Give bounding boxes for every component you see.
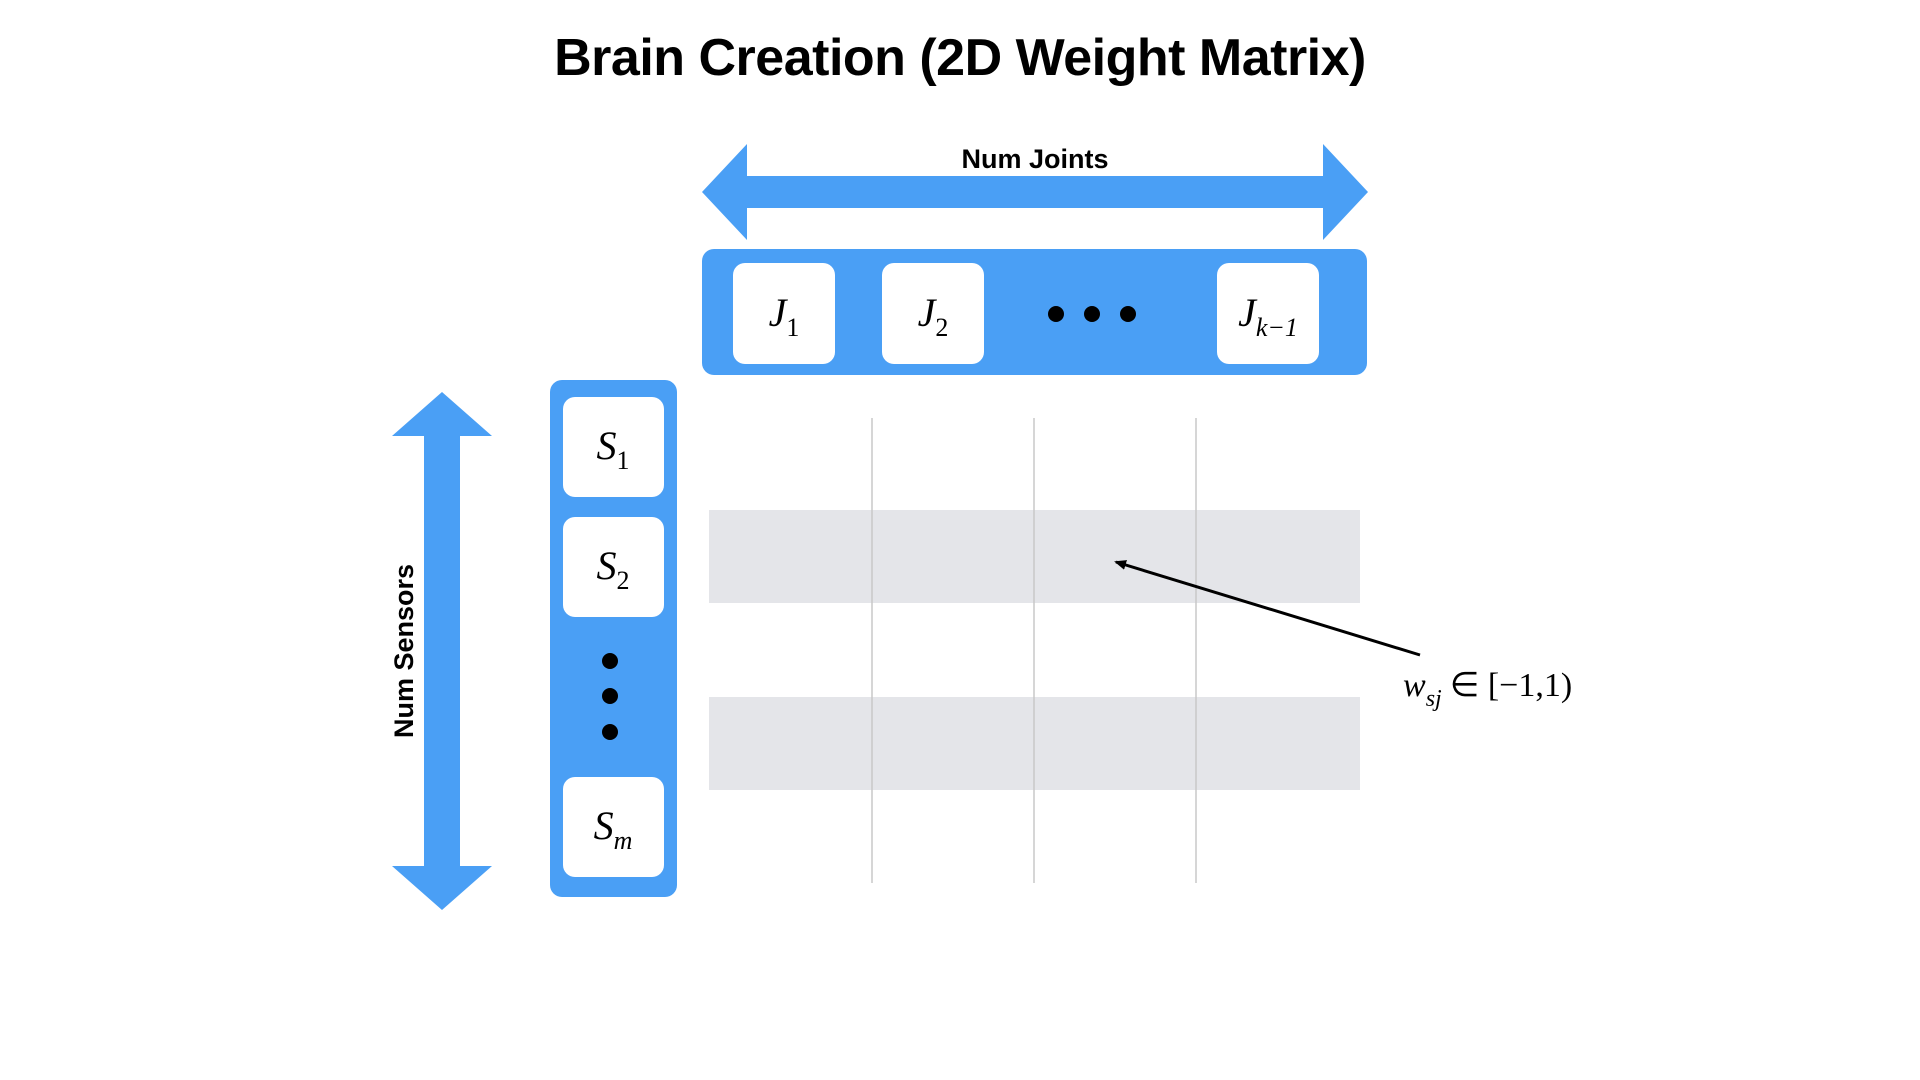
- sensors-axis-label: Num Sensors: [389, 564, 419, 738]
- svg-text:J2: J2: [918, 290, 949, 342]
- weight-annotation-arrow: [1114, 560, 1421, 657]
- joints-arrow-shape: [702, 144, 1368, 240]
- joint-2-symbol: J: [918, 290, 938, 335]
- joints-double-arrow: [702, 144, 1368, 240]
- sensors-double-arrow: [392, 392, 492, 910]
- sensor-box-1: S1: [563, 397, 664, 497]
- joint-k-minus-1-symbol: J: [1238, 290, 1258, 335]
- sensor-1-subscript: 1: [617, 446, 630, 475]
- joints-ellipsis: [1048, 306, 1136, 322]
- joints-container: [702, 249, 1367, 375]
- sensors-ellipsis: [602, 653, 618, 740]
- weight-range: ∈ [−1,1): [1450, 667, 1572, 704]
- weight-matrix-grid: [709, 418, 1360, 883]
- joint-box-1: J1: [733, 263, 835, 364]
- sensor-1-symbol: S: [597, 423, 617, 468]
- joint-1-symbol: J: [769, 290, 789, 335]
- joint-k-minus-1-subscript: k−1: [1256, 313, 1298, 342]
- sensors-container: [550, 380, 677, 897]
- sensors-arrow-shape: [392, 392, 492, 910]
- sensor-2-symbol: S: [597, 543, 617, 588]
- joints-axis-label: Num Joints: [961, 144, 1108, 174]
- svg-text:Jk−1: Jk−1: [1238, 290, 1298, 342]
- joint-1-subscript: 1: [786, 313, 799, 342]
- weight-subscript: sj: [1426, 686, 1442, 712]
- sensor-m-symbol: S: [594, 803, 614, 848]
- sensor-2-subscript: 2: [617, 566, 630, 595]
- joint-2-subscript: 2: [935, 313, 948, 342]
- diagram-title: Brain Creation (2D Weight Matrix): [554, 29, 1366, 87]
- svg-text:Sm: Sm: [594, 803, 633, 855]
- sensor-box-2: S2: [563, 517, 664, 617]
- sensor-m-subscript: m: [614, 826, 633, 855]
- svg-text:J1: J1: [769, 290, 800, 342]
- weight-symbol: w: [1403, 667, 1426, 704]
- joint-box-2: J2: [882, 263, 984, 364]
- weight-annotation: wsj ∈ [−1,1): [1403, 667, 1572, 712]
- sensor-box-m: Sm: [563, 777, 664, 877]
- svg-text:S2: S2: [597, 543, 630, 595]
- svg-text:S1: S1: [597, 423, 630, 475]
- joint-box-k-minus-1: Jk−1: [1217, 263, 1319, 364]
